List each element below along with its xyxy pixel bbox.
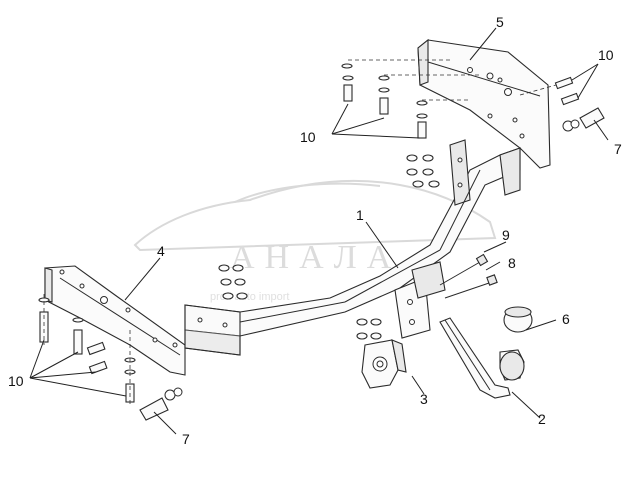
watermark-brand-text: АНАЛА (230, 239, 401, 276)
callout-tow-ball-neck: 2 (538, 411, 546, 427)
callout-bolt-right: 7 (614, 141, 622, 157)
watermark-car-roof (234, 182, 381, 203)
callout-right-bracket: 5 (496, 14, 504, 30)
fasteners (38, 59, 580, 405)
fastener-stack-middle (218, 154, 440, 340)
left-bracket (44, 265, 186, 376)
callout-bolt-left: 7 (182, 431, 190, 447)
drawbar (184, 139, 521, 356)
tow-ball-assembly (439, 306, 533, 399)
watermark-sub-text: profi auto import (210, 291, 289, 303)
leader-lines (29, 27, 609, 435)
callout-bolt-set-8: 8 (508, 255, 516, 271)
callout-drawbar: 1 (356, 207, 364, 223)
callout-ball-cap: 6 (562, 311, 570, 327)
callout-fasteners-bottom-left: 10 (8, 373, 24, 389)
bolts-part-7 (139, 107, 605, 421)
callout-fasteners-top-right: 10 (598, 47, 614, 63)
right-bracket (417, 38, 551, 169)
callout-labels: 1 2 3 4 5 6 7 7 8 9 10 10 10 (8, 14, 622, 447)
fastener-stack-top-left (341, 59, 480, 139)
callout-bolt-set-9: 9 (502, 227, 510, 243)
long-bolts (439, 253, 498, 299)
socket-plate (361, 339, 407, 389)
fastener-stack-bottom-left (38, 294, 136, 405)
fastener-stack-top-right (519, 76, 580, 106)
callout-left-bracket: 4 (157, 243, 165, 259)
callout-fasteners-top-left: 10 (300, 129, 316, 145)
callout-socket-plate: 3 (420, 391, 428, 407)
